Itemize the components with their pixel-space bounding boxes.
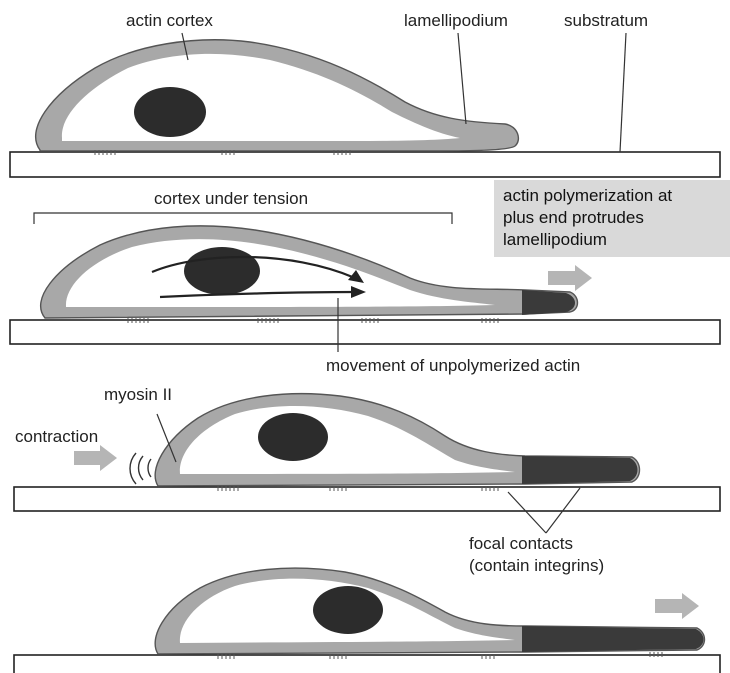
callout-line-2: plus end protrudes <box>503 208 644 227</box>
substratum-bar-3 <box>14 487 720 511</box>
callout-line-1: actin polymerization at <box>503 186 672 205</box>
label-myosin: myosin II <box>104 385 172 404</box>
label-substratum: substratum <box>564 11 648 30</box>
label-actin-cortex: actin cortex <box>126 11 213 30</box>
label-movement: movement of unpolymerized actin <box>326 356 580 375</box>
label-focal-contacts-2: (contain integrins) <box>469 556 604 575</box>
substratum-bar-4 <box>14 655 720 673</box>
leader-substratum <box>620 33 626 152</box>
panel-4 <box>14 568 720 673</box>
cell-4-lamellipodium-tip <box>522 626 704 652</box>
cell-4-nucleus <box>313 586 383 634</box>
cell-2-nucleus <box>184 247 260 295</box>
panel-1: actin cortex lamellipodium substratum <box>10 11 720 177</box>
label-lamellipodium: lamellipodium <box>404 11 508 30</box>
callout-line-3: lamellipodium <box>503 230 607 249</box>
cell-1-nucleus <box>134 87 206 137</box>
cell-3-cytoplasm <box>180 406 515 474</box>
substratum-bar-1 <box>10 152 720 177</box>
panel-3: contraction myosin II focal contacts (co… <box>14 385 720 575</box>
cell-3-lamellipodium-tip <box>522 456 638 484</box>
contraction-arrow-icon <box>74 445 117 471</box>
tension-bracket <box>34 213 452 224</box>
cell-3-nucleus <box>258 413 328 461</box>
substratum-bar-2 <box>10 320 720 344</box>
label-cortex-under-tension: cortex under tension <box>154 189 308 208</box>
cell-2-lamellipodium-tip <box>522 290 575 315</box>
cell-2-cytoplasm <box>66 239 495 307</box>
motion-lines-icon <box>130 453 151 484</box>
leader-lamellipodium <box>458 33 466 124</box>
label-focal-contacts-1: focal contacts <box>469 534 573 553</box>
protrusion-arrow-icon <box>548 265 592 291</box>
protrusion-arrow-icon-2 <box>655 593 699 619</box>
label-contraction: contraction <box>15 427 98 446</box>
panel-2: cortex under tension actin polymerizatio… <box>10 180 730 375</box>
